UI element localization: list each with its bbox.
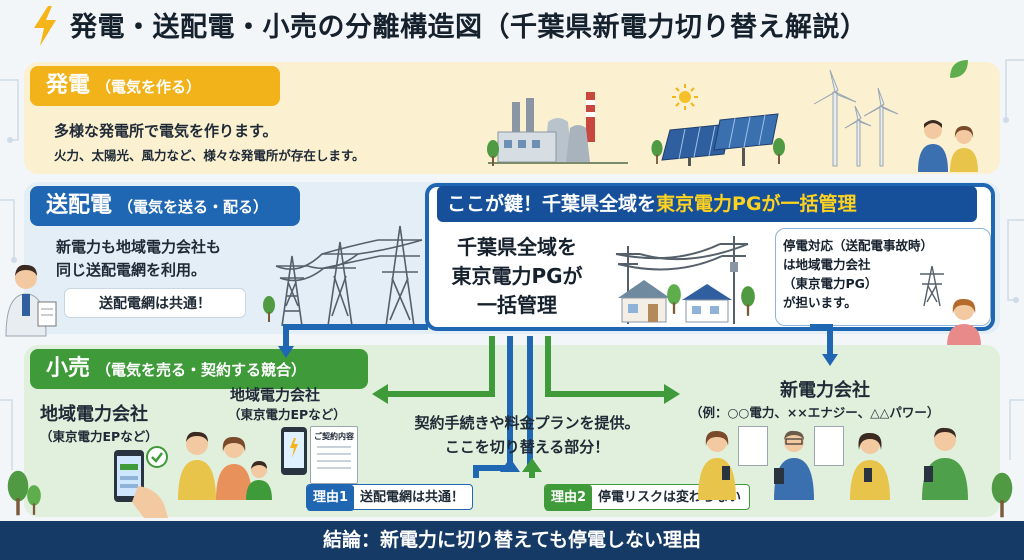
tree-icon (487, 140, 499, 166)
shared-grid-badge: 送配電網は共通！ (64, 288, 246, 318)
tree-icon (7, 470, 29, 516)
reason-1-tag: 理由1 (307, 485, 355, 511)
person-icon (918, 120, 948, 172)
key-main-line-3: 一括管理 (477, 293, 557, 317)
transmission-text-1: 新電力も地域電力会社も (56, 238, 222, 256)
smartphone-icon (281, 427, 307, 475)
key-point-banner: ここが鍵！千葉県全域を東京電力PGが一括管理 (437, 186, 977, 222)
tree-icon (773, 138, 785, 164)
regional-company-title: 地域電力会社 (40, 404, 148, 425)
solar-panel-icon (661, 113, 779, 166)
generation-title: 発電 (46, 73, 91, 98)
person-icon (5, 264, 57, 337)
transmission-tower-icon (920, 265, 944, 307)
tree-icon (263, 296, 275, 322)
conclusion-footer: 結論：新電力に切り替えても停電しない理由 (0, 521, 1024, 560)
retail-subtitle: （電気を売る・契約する競合） (96, 361, 307, 379)
wind-turbine-icon (813, 69, 899, 167)
arrow-head-icon (822, 354, 838, 366)
retail-title: 小売 (46, 356, 91, 381)
reason-1-badge: 理由1 送配電網は共通！ (306, 484, 474, 511)
switching-explanation: 契約手続きや料金プランを提供。 ここを切り替える部分！ (382, 411, 672, 459)
regional-company-2-sub: （東京電力EPなど） (228, 407, 346, 422)
lightning-bolt-icon (34, 6, 56, 46)
factory-icon (488, 92, 628, 164)
transmission-tower-icon (275, 225, 423, 327)
utility-pole-icon (615, 236, 749, 324)
tree-icon (651, 140, 663, 164)
reason-2-tag: 理由2 (545, 485, 593, 511)
arrow-head-icon (278, 346, 294, 358)
contract-document-icon (738, 426, 768, 466)
key-banner-highlight: 東京電力PGが一括管理 (656, 193, 857, 215)
person-icon (178, 431, 216, 500)
tree-icon (741, 286, 755, 316)
person-icon (850, 432, 890, 500)
regional-company-2-title: 地域電力会社 (230, 386, 321, 404)
contract-document-title: ご契約内容 (314, 432, 354, 441)
generation-text-1: 多様な発電所で電気を作ります。 (54, 122, 278, 140)
bubble-line-3: （東京電力PG） (783, 276, 878, 291)
generation-label: 発電 （電気を作る） (30, 66, 280, 106)
smartphone-check-icon (146, 446, 168, 468)
new-power-company-examples: （例：○○電力、××エナジー、△△パワー） (690, 405, 940, 420)
person-icon (947, 298, 981, 346)
key-banner-prefix: ここが鍵！千葉県全域を (447, 193, 657, 215)
switching-line-1: 契約手続きや料金プランを提供。 (414, 414, 640, 432)
reason-1-text: 送配電網は共通！ (360, 490, 465, 505)
contract-document-icon (814, 426, 844, 466)
retail-label: 小売 （電気を売る・契約する競合） (30, 349, 368, 389)
person-icon (950, 126, 978, 172)
new-power-company-title: 新電力会社 (780, 380, 870, 401)
house-icon (618, 280, 670, 323)
transmission-title: 送配電 (46, 193, 113, 218)
leaf-icon (950, 60, 968, 78)
page-title: 発電・送配電・小売の分離構造図（千葉県新電力切り替え解説） (70, 12, 868, 43)
tree-icon (27, 485, 41, 515)
bubble-line-1: 停電対応（送配電事故時） (783, 238, 934, 253)
key-main-line-2: 東京電力PGが (451, 264, 583, 288)
generation-text-2: 火力、太陽光、風力など、様々な発電所が存在します。 (54, 148, 365, 163)
sun-icon (672, 84, 698, 110)
tree-icon (991, 472, 1013, 518)
house-icon (682, 284, 732, 323)
transmission-label: 送配電 （電気を送る・配る） (30, 186, 300, 226)
bubble-line-2: は地域電力会社 (783, 257, 871, 272)
regional-company-sub: （東京電力EPなど） (40, 429, 158, 444)
generation-subtitle: （電気を作る） (96, 78, 202, 96)
person-icon (774, 430, 814, 500)
person-icon (698, 430, 736, 500)
person-icon (216, 436, 252, 500)
bubble-line-4: が担います。 (783, 295, 857, 310)
smartphone-icon (114, 450, 168, 518)
key-main-text: 千葉県全域を 東京電力PGが 一括管理 (432, 233, 602, 323)
contract-document-icon: ご契約内容 (310, 426, 358, 484)
switching-line-2: ここを切り替える部分！ (444, 438, 610, 456)
transmission-text-2: 同じ送配電網を利用。 (56, 261, 207, 279)
transmission-subtitle: （電気を送る・配る） (118, 198, 269, 216)
person-icon (922, 427, 968, 500)
tree-icon (667, 284, 681, 314)
key-main-line-1: 千葉県全域を (457, 235, 577, 259)
person-icon (246, 461, 272, 500)
